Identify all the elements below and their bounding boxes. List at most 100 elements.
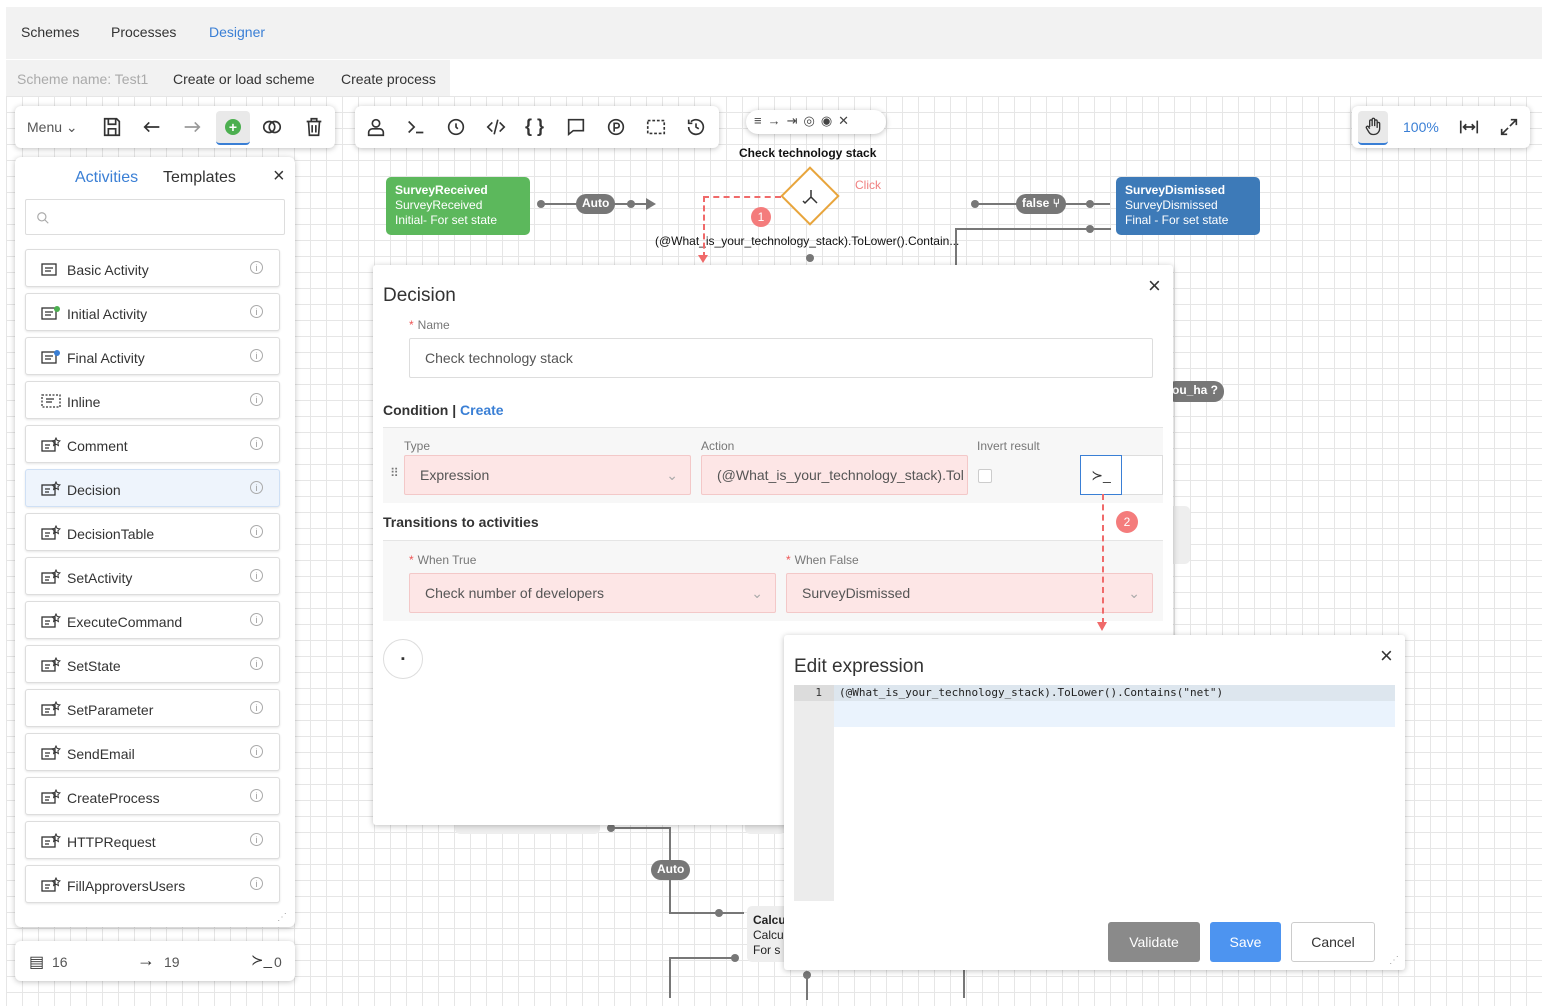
- transition-label-partial[interactable]: ou_ha ?: [1166, 381, 1225, 402]
- menu-label: Menu: [27, 119, 63, 135]
- parameter-icon[interactable]: [605, 116, 629, 140]
- comment-button[interactable]: ▪: [383, 639, 423, 679]
- activity-item-label: CreateProcess: [67, 790, 160, 806]
- add-activity-button[interactable]: +: [216, 111, 250, 145]
- toggle-icon[interactable]: [261, 116, 285, 140]
- transition-label-false[interactable]: false ⑂: [1016, 194, 1066, 214]
- info-icon[interactable]: i: [250, 701, 263, 714]
- create-process-link[interactable]: Create process: [341, 71, 436, 87]
- tab-processes[interactable]: Processes: [111, 24, 177, 40]
- info-icon[interactable]: i: [250, 657, 263, 670]
- guide-arrow: [698, 255, 708, 263]
- node-mini-toolbar: ≡→⇥◎◉✕: [746, 110, 886, 134]
- info-icon[interactable]: i: [250, 393, 263, 406]
- close-icon[interactable]: ×: [273, 165, 285, 187]
- info-icon[interactable]: i: [250, 569, 263, 582]
- menu-button[interactable]: Menu ⌄: [27, 119, 78, 135]
- name-field[interactable]: Check technology stack: [409, 338, 1153, 378]
- info-icon[interactable]: i: [250, 789, 263, 802]
- search-input[interactable]: [25, 199, 285, 235]
- top-nav: Schemes Processes Designer: [6, 7, 1542, 59]
- type-select[interactable]: Expression⌄: [404, 455, 691, 495]
- tab-templates[interactable]: Templates: [163, 169, 236, 186]
- save-icon[interactable]: [101, 116, 125, 140]
- info-icon[interactable]: i: [250, 437, 263, 450]
- tab-designer[interactable]: Designer: [209, 24, 266, 40]
- delete-icon[interactable]: [303, 116, 327, 140]
- transition-line: [669, 957, 737, 959]
- transition-line: [955, 228, 957, 243]
- activity-item[interactable]: CreateProcess i: [25, 777, 280, 815]
- history-icon[interactable]: [685, 116, 709, 140]
- resize-handle-icon[interactable]: ⋰: [277, 912, 287, 923]
- cancel-button[interactable]: Cancel: [1291, 922, 1375, 962]
- when-true-select[interactable]: Check number of developers⌄: [409, 573, 776, 613]
- node-subtitle: SurveyReceived: [395, 198, 483, 212]
- select-area-icon[interactable]: [645, 116, 669, 140]
- mini-toolbar-icons[interactable]: ≡→⇥◎◉✕: [754, 113, 856, 128]
- redo-icon[interactable]: [181, 116, 205, 140]
- braces-icon[interactable]: { }: [525, 116, 545, 136]
- close-icon[interactable]: ×: [1148, 273, 1161, 298]
- scheme-name: Scheme name: Test1: [17, 71, 149, 87]
- actor-icon[interactable]: [365, 116, 389, 140]
- node-calculate[interactable]: Calcu Calcu For s: [747, 906, 787, 962]
- tab-schemes[interactable]: Schemes: [21, 24, 80, 40]
- commands-count-icon: ≻_: [251, 952, 272, 969]
- fit-width-icon[interactable]: [1458, 116, 1482, 140]
- invert-checkbox[interactable]: [978, 469, 992, 483]
- node-survey-received[interactable]: SurveyReceived SurveyReceived Initial- F…: [386, 177, 530, 235]
- tab-activities[interactable]: Activities: [75, 169, 139, 186]
- info-icon[interactable]: i: [250, 481, 263, 494]
- create-load-scheme-link[interactable]: Create or load scheme: [173, 71, 315, 87]
- info-icon[interactable]: i: [250, 305, 263, 318]
- transition-label-auto[interactable]: Auto: [576, 194, 616, 214]
- drag-handle-icon[interactable]: ⠿: [390, 466, 399, 480]
- undo-icon[interactable]: [141, 116, 165, 140]
- command-icon[interactable]: [405, 116, 429, 140]
- info-icon[interactable]: i: [250, 745, 263, 758]
- action-input[interactable]: (@What_is_your_technology_stack).Tol: [701, 455, 968, 495]
- fullscreen-icon[interactable]: [1498, 116, 1522, 140]
- close-icon[interactable]: ×: [1380, 643, 1393, 668]
- info-icon[interactable]: i: [250, 833, 263, 846]
- pan-button[interactable]: [1358, 111, 1388, 145]
- comment-icon[interactable]: [565, 116, 589, 140]
- validate-button[interactable]: Validate: [1108, 922, 1200, 962]
- save-button[interactable]: Save: [1210, 922, 1281, 962]
- scheme-bar: Scheme name: Test1 Create or load scheme…: [6, 60, 450, 96]
- info-icon[interactable]: i: [250, 261, 263, 274]
- code-editor[interactable]: 1 (@What_is_your_technology_stack).ToLow…: [794, 685, 1395, 901]
- resize-handle-icon[interactable]: ⋰: [1389, 955, 1399, 966]
- transition-label-auto[interactable]: Auto: [651, 860, 691, 880]
- zoom-level[interactable]: 100%: [1403, 119, 1439, 135]
- info-icon[interactable]: i: [250, 349, 263, 362]
- code-icon[interactable]: [485, 116, 509, 140]
- timer-icon[interactable]: [445, 116, 469, 140]
- false-label-text: false: [1022, 196, 1050, 210]
- info-icon[interactable]: i: [250, 613, 263, 626]
- plus-icon: +: [225, 119, 241, 135]
- edit-expression-button[interactable]: ≻_: [1080, 455, 1122, 495]
- code-line[interactable]: (@What_is_your_technology_stack).ToLower…: [839, 686, 1224, 699]
- when-false-select[interactable]: SurveyDismissed⌄: [786, 573, 1153, 613]
- edit-expression-dialog: Edit expression × 1 (@What_is_your_techn…: [784, 635, 1405, 970]
- create-link[interactable]: Create: [460, 402, 504, 418]
- info-icon[interactable]: i: [250, 877, 263, 890]
- node-survey-dismissed[interactable]: SurveyDismissed SurveyDismissed Final - …: [1116, 177, 1260, 235]
- info-icon[interactable]: i: [250, 525, 263, 538]
